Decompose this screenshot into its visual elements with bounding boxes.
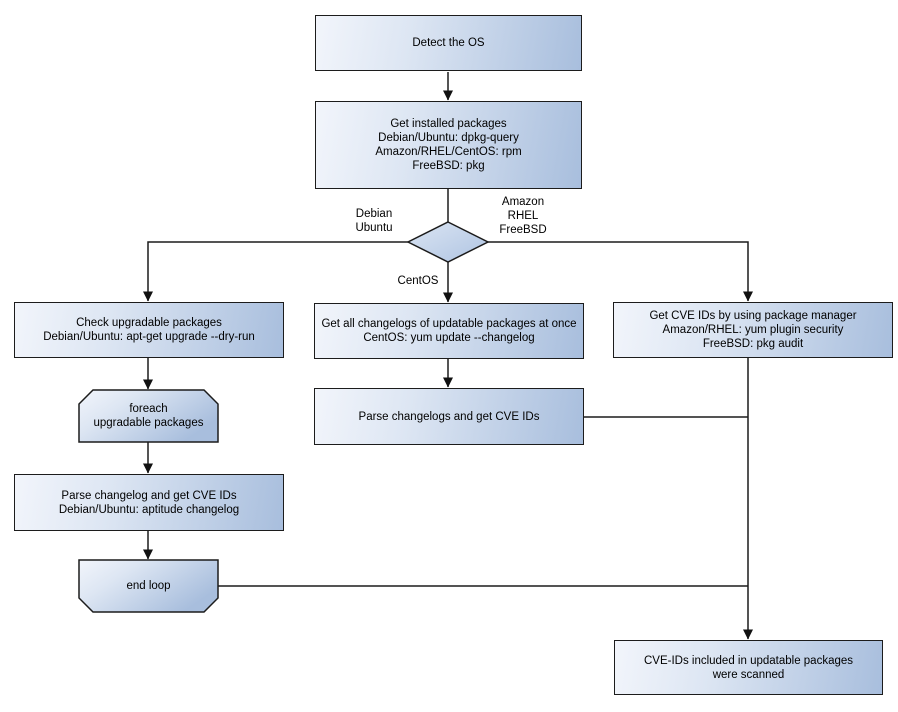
node-get-installed-line-3: Amazon/RHEL/CentOS: rpm [375, 146, 522, 158]
node-get-cve-right-line-2: Amazon/RHEL: yum plugin security [662, 324, 844, 336]
node-parse-changelog-left: Parse changelog and get CVE IDs Debian/U… [14, 474, 284, 531]
node-detect-os-label: Detect the OS [412, 37, 485, 49]
node-detect-os: Detect the OS [315, 15, 582, 71]
node-get-installed-line-2: Debian/Ubuntu: dpkg-query [378, 132, 519, 144]
branch-label-amazon-rhel-freebsd: Amazon RHEL FreeBSD [489, 195, 557, 237]
branch-amazon: Amazon [501, 196, 545, 208]
end-loop-shape [78, 559, 219, 613]
branch-freebsd: FreeBSD [499, 224, 547, 236]
node-check-upgradable-line-1: Check upgradable packages [76, 317, 222, 329]
node-parse-changelog-left-line-1: Parse changelog and get CVE IDs [61, 489, 237, 502]
branch-ubuntu: Ubuntu [355, 222, 393, 234]
edge-decision-to-check-upgradable [143, 241, 408, 302]
node-parse-changelogs-mid-label: Parse changelogs and get CVE IDs [358, 410, 540, 423]
node-get-all-changelogs: Get all changelogs of updatable packages… [314, 303, 584, 359]
end-loop-text: end loop [126, 580, 171, 592]
node-parse-changelog-left-line-2: Debian/Ubuntu: aptitude changelog [58, 503, 240, 516]
branch-debian: Debian [355, 208, 393, 220]
node-result-line-1: CVE-IDs included in updatable packages [643, 654, 854, 667]
node-get-all-changelogs-line-1: Get all changelogs of updatable packages… [321, 318, 577, 330]
node-result-line-2: were scanned [712, 668, 785, 681]
node-get-all-changelogs-line-2: CentOS: yum update --changelog [363, 332, 535, 344]
branch-label-debian-ubuntu: Debian Ubuntu [344, 207, 404, 235]
node-get-cve-right-line-1: Get CVE IDs by using package manager [649, 310, 857, 322]
foreach-loop-shape [78, 389, 219, 443]
node-parse-changelogs-mid: Parse changelogs and get CVE IDs [314, 388, 584, 445]
node-get-installed-packages: Get installed packages Debian/Ubuntu: dp… [315, 101, 582, 189]
node-result-scanned: CVE-IDs included in updatable packages w… [614, 640, 883, 695]
branch-centos: CentOS [397, 275, 439, 287]
edge-decision-to-get-cve [488, 241, 753, 302]
node-get-installed-line-4: FreeBSD: pkg [412, 160, 485, 172]
foreach-line-2: upgradable packages [93, 417, 204, 429]
node-check-upgradable: Check upgradable packages Debian/Ubuntu:… [14, 302, 284, 358]
branch-label-centos: CentOS [392, 274, 444, 288]
end-loop-label: end loop [79, 560, 218, 612]
node-get-cve-ids-right: Get CVE IDs by using package manager Ama… [613, 302, 893, 358]
branch-rhel: RHEL [507, 210, 539, 222]
node-get-installed-line-1: Get installed packages [390, 118, 507, 130]
foreach-line-1: foreach [129, 403, 168, 415]
node-get-cve-right-line-3: FreeBSD: pkg audit [702, 338, 804, 350]
node-check-upgradable-line-2: Debian/Ubuntu: apt-get upgrade --dry-run [43, 331, 255, 343]
foreach-loop-label: foreach upgradable packages [79, 390, 218, 442]
os-decision-diamond [406, 221, 490, 263]
